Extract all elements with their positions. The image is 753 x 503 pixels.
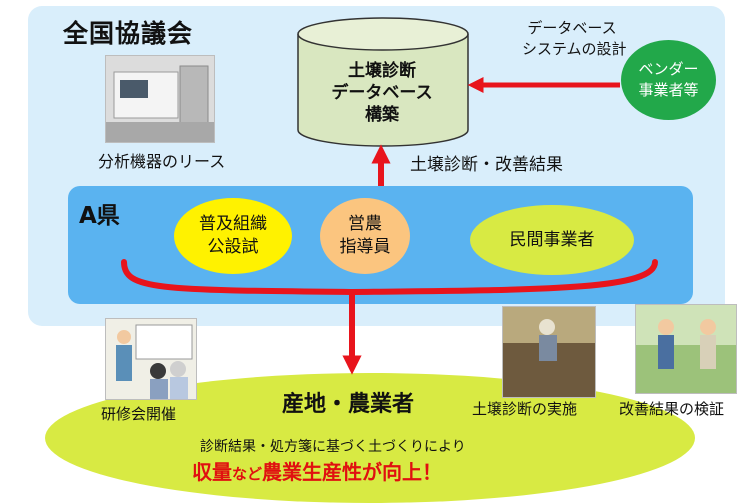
prefecture-bracket (121, 259, 658, 296)
result-flow-label: 土壌診断・改善結果 (410, 155, 563, 175)
farmers-subtitle: 診断結果・処方箋に基づく土づくりにより (200, 439, 466, 455)
lease-label: 分析機器のリース (98, 152, 226, 171)
analyzer-icon (106, 65, 214, 142)
productivity-result: 収量など農業生産性が向上！ (192, 460, 443, 484)
verification-label: 改善結果の検証 (619, 400, 725, 418)
prefecture-title: A県 (79, 203, 120, 229)
soil-diagnosis-photo (502, 306, 596, 398)
vendor-node: ベンダー事業者等 (621, 40, 716, 120)
database-label: 土壌診断 データベース 構築 (331, 61, 433, 125)
soil-digging-icon (503, 307, 595, 397)
analysis-equipment-photo (105, 55, 215, 143)
national-council-title: 全国協議会 (63, 19, 194, 48)
farmers-title: 産地・農業者 (282, 392, 415, 417)
farmers-field-icon (636, 319, 736, 393)
private-business-node: 民間事業者 (470, 205, 634, 275)
extension-org-node: 普及組織公設試 (174, 198, 292, 274)
diagnosis-label: 土壌診断の実施 (472, 400, 578, 418)
system-design-label: データベース システムの設計 (522, 19, 627, 58)
flow-diagram (121, 17, 658, 375)
farming-advisor-node: 営農指導員 (320, 198, 410, 274)
workshop-label: 研修会開催 (101, 405, 177, 423)
workshop-illustration (105, 318, 197, 400)
workshop-icon (116, 324, 193, 399)
verification-illustration (635, 304, 737, 394)
